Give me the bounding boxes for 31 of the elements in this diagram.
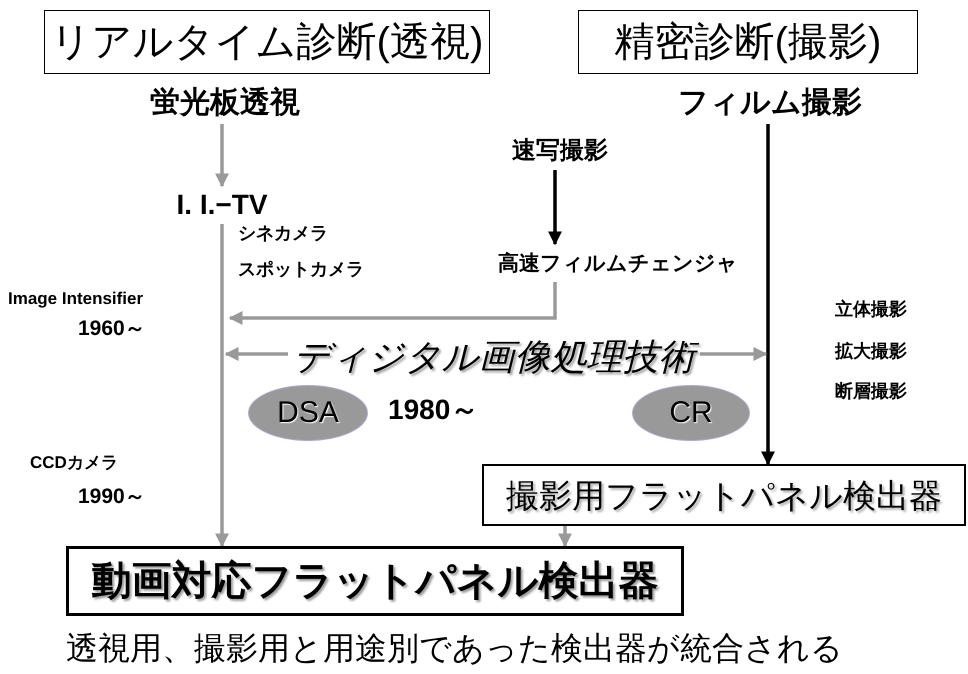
technique-ellipse: DSA — [248, 385, 368, 441]
category-box: リアルタイム診断(透視) — [44, 10, 490, 74]
method-label: 速写撮影 — [490, 132, 630, 170]
arrow — [215, 124, 229, 188]
arrow — [228, 282, 557, 325]
arrow — [224, 347, 288, 361]
arrow — [548, 170, 562, 246]
method-label: 高速フィルムチェンジャ — [486, 244, 750, 282]
method-label: 蛍光板透視 — [130, 82, 320, 124]
annotation-label: Image Intensifier — [8, 288, 144, 310]
annotation-label: 断層撮影 — [835, 380, 907, 402]
detector-box: 撮影用フラットパネル検出器 — [482, 464, 966, 526]
arrow — [215, 224, 229, 548]
annotation-label: CCDカメラ — [30, 452, 118, 474]
detector-box: 動画対応フラットパネル検出器 — [66, 546, 684, 616]
arrow — [558, 526, 572, 548]
annotation-label: 立体撮影 — [835, 298, 907, 320]
arrow — [761, 124, 775, 466]
arrow — [700, 347, 768, 361]
annotation-label: シネカメラ — [238, 222, 328, 244]
category-box: 精密診断(撮影) — [578, 10, 918, 74]
method-label: I. I.−TV — [160, 186, 284, 224]
annotation-label: 1980～ — [388, 393, 478, 427]
annotation-label: スポットカメラ — [238, 258, 364, 280]
annotation-label: 1960～ — [78, 316, 146, 342]
annotation-label: 拡大撮影 — [835, 340, 907, 362]
technique-ellipse: CR — [632, 385, 750, 441]
caption-text: 透視用、撮影用と用途別であった検出器が統合される — [66, 629, 843, 668]
method-label: フィルム撮影 — [670, 82, 870, 124]
annotation-label: 1990～ — [78, 484, 146, 510]
technology-label: ディジタル画像処理技術 — [288, 334, 700, 380]
